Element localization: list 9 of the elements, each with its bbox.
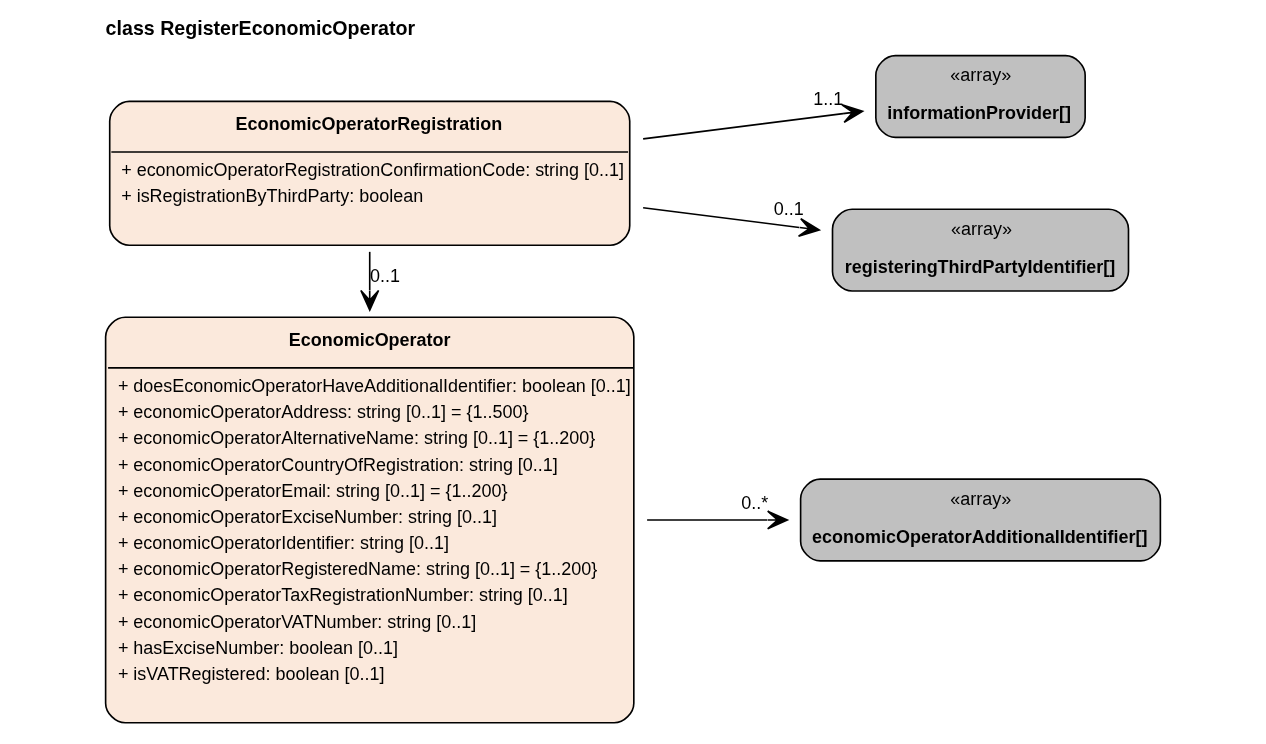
edge-label: 0..*: [741, 493, 769, 514]
edge-label: 0..1: [369, 266, 400, 287]
arrow: [360, 251, 380, 311]
arrow: [642, 104, 864, 140]
edge-label: 0..1: [773, 199, 804, 220]
diagram-title: class RegisterEconomicOperator: [105, 17, 416, 40]
edge-label: 1..1: [813, 88, 844, 109]
arrow: [646, 510, 789, 530]
arrow: [642, 206, 820, 238]
